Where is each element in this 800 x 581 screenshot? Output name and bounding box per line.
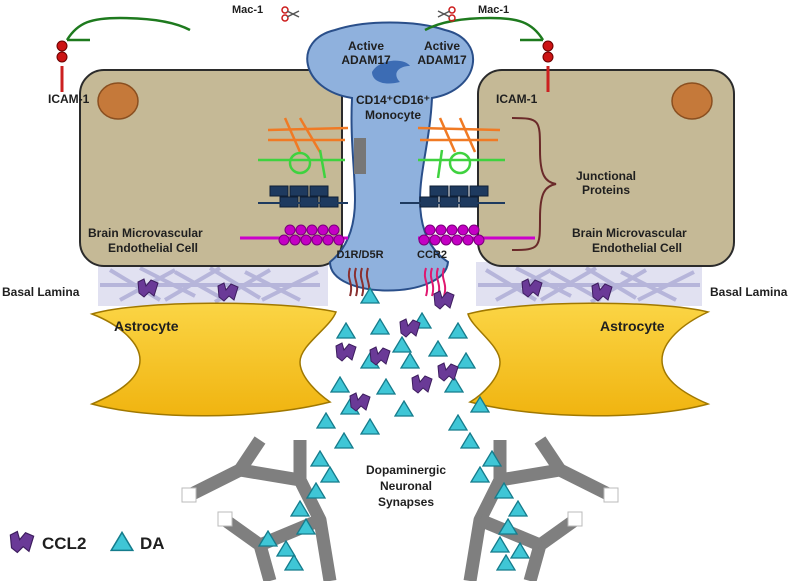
synapse-terminal	[603, 487, 619, 503]
dopamine-triangle-icon	[392, 336, 412, 353]
junctional-proteins-right	[400, 117, 535, 246]
synapse-label-3: Synapses	[378, 495, 434, 509]
ccl2-icon	[369, 346, 391, 366]
dopamine-triangle-icon	[370, 318, 390, 335]
dopamine-triangle-icon	[360, 418, 380, 435]
endothelial-label-left-2: Endothelial Cell	[108, 241, 198, 255]
synapse-label-2: Neuronal	[380, 479, 432, 493]
basal-lamina-right	[476, 262, 702, 306]
icam1-label-right: ICAM-1	[496, 92, 538, 106]
synapse-terminal	[567, 511, 583, 527]
ccr2-label: CCR2	[417, 249, 447, 261]
astrocyte-label-left: Astrocyte	[114, 318, 179, 334]
basal-lamina-left	[98, 262, 328, 306]
nucleus-right	[671, 82, 713, 120]
synapse-right	[463, 436, 613, 581]
adam17-label-left: Active	[348, 39, 384, 53]
adam17-label-left-2: ADAM17	[341, 53, 391, 67]
ccl2-icon	[437, 362, 459, 382]
basal-lamina-label-right: Basal Lamina	[710, 285, 788, 299]
dopamine-triangle-icon	[470, 466, 490, 483]
junctional-proteins-left	[240, 117, 349, 246]
monocyte-nucleus	[372, 60, 410, 84]
astrocyte-left	[89, 302, 338, 417]
ccl2-icon	[411, 374, 433, 394]
scissors-icon	[281, 6, 300, 22]
synapse-terminal	[181, 487, 197, 503]
icam-mac1-right	[424, 16, 554, 92]
dopamine-triangle-icon	[394, 400, 414, 417]
synapse-terminal	[217, 511, 233, 527]
mac1-label-left: Mac-1	[232, 4, 263, 16]
mac1-label-right: Mac-1	[478, 4, 509, 16]
basal-lamina-label-left: Basal Lamina	[2, 285, 80, 299]
dopamine-triangle-icon	[448, 414, 468, 431]
adam17-label-right-2: ADAM17	[417, 53, 467, 67]
monocyte-granule	[354, 138, 366, 174]
dopamine-triangle-icon	[310, 450, 330, 467]
dopamine-triangle-icon	[316, 412, 336, 429]
dopamine-triangle-icon	[376, 378, 396, 395]
dopamine-triangle-icon	[284, 554, 304, 571]
monocyte-label-2: Monocyte	[365, 108, 421, 122]
junctional-proteins-label: Junctional	[576, 169, 636, 183]
endothelial-cell-right	[477, 69, 735, 267]
dopamine-triangle-icon	[110, 531, 134, 552]
dopamine-triangle-icon	[334, 432, 354, 449]
synapse-label: Dopaminergic	[366, 463, 446, 477]
endothelial-label-right: Brain Microvascular	[572, 226, 687, 240]
monocyte-label: CD14⁺CD16⁺	[356, 93, 430, 107]
dopamine-triangle-icon	[428, 340, 448, 357]
endothelial-label-right-2: Endothelial Cell	[592, 241, 682, 255]
dopamine-triangle-icon	[456, 352, 476, 369]
dopamine-triangle-icon	[460, 432, 480, 449]
icam-mac1-left	[56, 16, 191, 92]
legend: CCL2 DA	[9, 530, 165, 554]
ccr2-receptor	[423, 267, 447, 297]
d1r-d5r-label: D1R/D5R	[336, 249, 383, 261]
scissors-icon	[437, 6, 456, 22]
nucleus-left	[97, 82, 139, 120]
ccl2-icon	[9, 530, 35, 554]
endothelial-cell-left	[79, 69, 343, 267]
dopamine-triangle-icon	[320, 466, 340, 483]
adam17-label-right: Active	[424, 39, 460, 53]
ccl2-icon	[335, 342, 357, 362]
dopamine-triangle-icon	[330, 376, 350, 393]
ccl2-icon	[399, 318, 421, 338]
dopamine-triangle-icon	[508, 500, 528, 517]
endothelial-label-left: Brain Microvascular	[88, 226, 203, 240]
astrocyte-right	[467, 302, 711, 417]
dopamine-triangle-icon	[448, 322, 468, 339]
monocyte	[306, 21, 474, 292]
junctional-proteins-bracket	[511, 117, 557, 251]
legend-ccl2-label: CCL2	[42, 534, 86, 553]
dopamine-triangle-icon	[400, 352, 420, 369]
junctional-proteins-label-2: Proteins	[582, 183, 630, 197]
icam1-label-left: ICAM-1	[48, 92, 90, 106]
dopamine-triangle-icon	[336, 322, 356, 339]
legend-da-label: DA	[140, 534, 165, 553]
ccl2-icon	[349, 392, 371, 412]
dopamine-triangle-icon	[490, 536, 510, 553]
synapse-left	[187, 436, 337, 581]
astrocyte-label-right: Astrocyte	[600, 318, 665, 334]
